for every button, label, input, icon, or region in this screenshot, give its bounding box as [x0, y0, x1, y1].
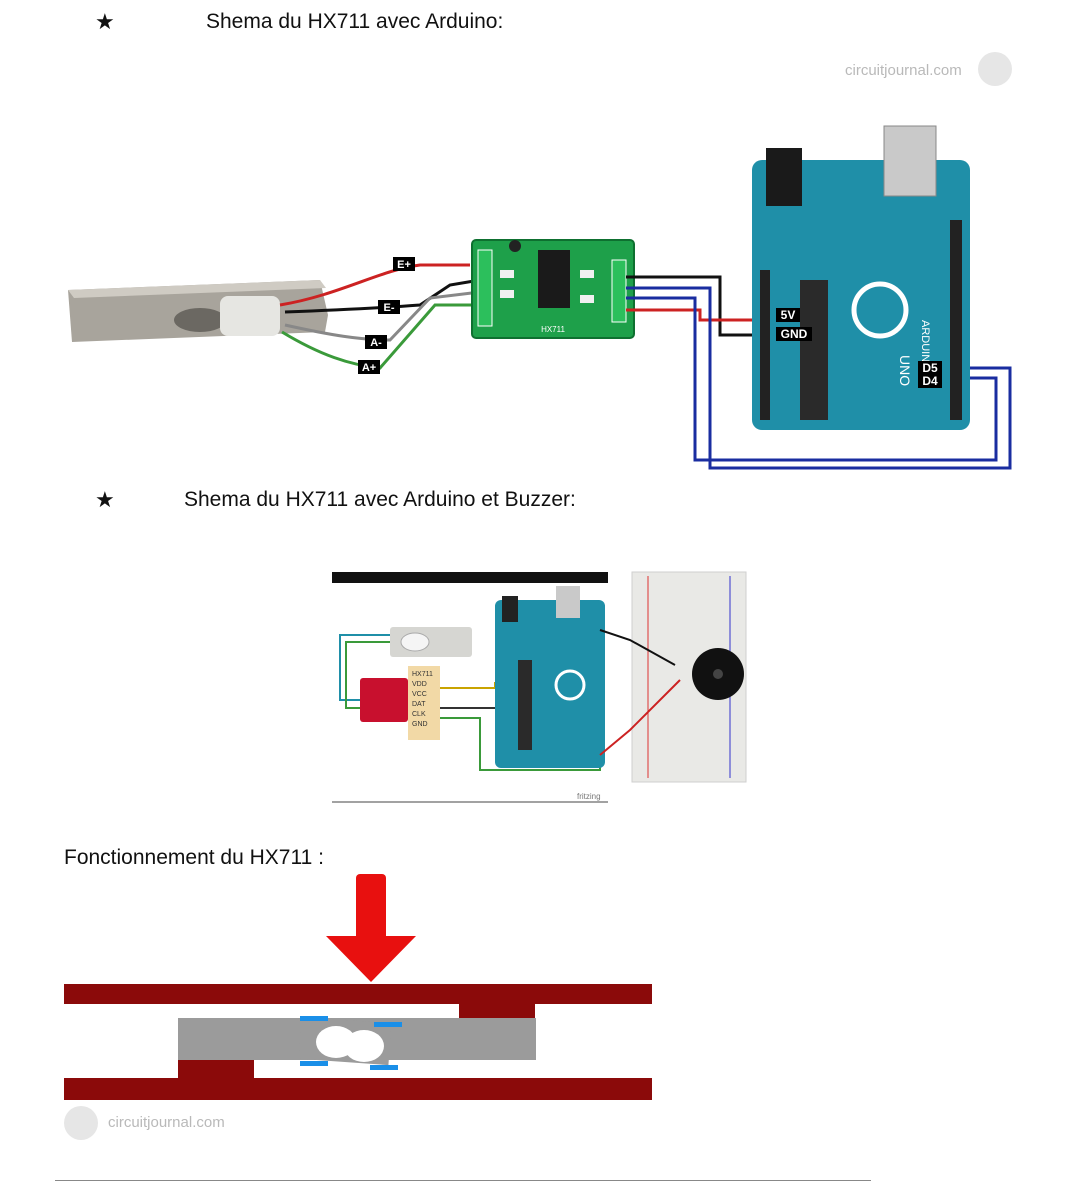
svg-text:GND: GND: [412, 721, 428, 728]
svg-text:D5: D5: [922, 361, 938, 375]
svg-text:HX711: HX711: [541, 325, 565, 334]
svg-text:5V: 5V: [781, 308, 796, 322]
svg-text:A+: A+: [362, 362, 376, 374]
watermark-logo-icon: [978, 52, 1012, 86]
section-heading-1: Shema du HX711 avec Arduino:: [206, 10, 504, 33]
arduino-label-d5: D5: [918, 361, 942, 375]
watermark-logo-icon: [64, 1106, 98, 1140]
section-heading-3: Fonctionnement du HX711 :: [64, 846, 324, 869]
wire-label-a-plus: A+: [358, 360, 380, 374]
svg-text:E+: E+: [397, 259, 411, 271]
svg-text:VCC: VCC: [412, 691, 427, 698]
load-cell: [68, 280, 328, 342]
svg-text:CLK: CLK: [412, 711, 426, 718]
arduino-label-d4: D4: [918, 374, 942, 388]
diagram-load-cell-principle: [64, 874, 652, 1100]
diagram-hx711-arduino-buzzer: HX711 VDD VCC DAT CLK GND fritzing: [330, 570, 748, 806]
arduino-label-5v: 5V: [776, 308, 800, 322]
bullet-star-icon: ★: [95, 488, 115, 513]
hx711-module: HX711: [471, 239, 635, 339]
wire-label-e-plus: E+: [393, 257, 415, 271]
svg-text:E-: E-: [384, 302, 395, 314]
svg-text:GND: GND: [781, 327, 808, 341]
wire-label-e-minus: E-: [378, 300, 400, 314]
bullet-star-icon: ★: [95, 10, 115, 35]
page-divider: [55, 1180, 871, 1181]
svg-text:UNO: UNO: [897, 355, 913, 386]
svg-text:DAT: DAT: [412, 701, 426, 708]
watermark-text: circuitjournal.com: [845, 62, 962, 79]
svg-text:VDD: VDD: [412, 681, 427, 688]
svg-text:D4: D4: [922, 374, 938, 388]
arduino-uno-board: ARDUINO UNO: [752, 125, 970, 430]
section-heading-2: Shema du HX711 avec Arduino et Buzzer:: [184, 488, 576, 511]
arduino-label-gnd: GND: [776, 327, 812, 341]
force-arrow-icon: [326, 874, 416, 982]
watermark-text: circuitjournal.com: [108, 1114, 225, 1131]
svg-text:HX711: HX711: [412, 671, 433, 678]
svg-text:A-: A-: [370, 337, 382, 349]
diagram-hx711-arduino: E+ E- A- A+ HX711 ARDUINO UNO 5V G: [68, 125, 1012, 470]
wire-label-a-minus: A-: [365, 335, 387, 349]
svg-text:ARDUINO: ARDUINO: [919, 320, 931, 371]
svg-text:fritzing: fritzing: [577, 792, 601, 801]
